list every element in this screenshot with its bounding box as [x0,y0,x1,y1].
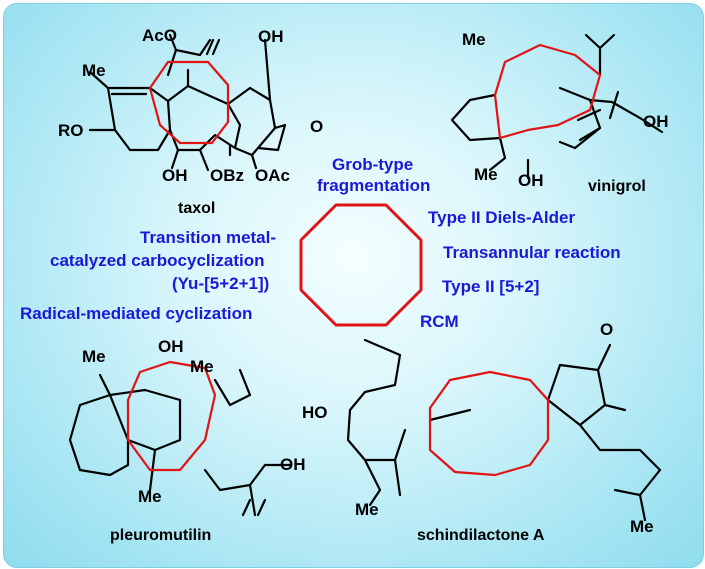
atom-aco: AcO [142,26,177,45]
atom-oh: OH [643,112,669,131]
atom-me: Me [82,347,106,366]
caption-vinigrol: vinigrol [588,178,646,195]
taxol-ring [148,60,230,145]
atom-oh: OH [162,166,188,185]
atom-oh: OH [280,455,306,474]
atom-ro: RO [58,121,84,140]
central-octagon [299,203,423,327]
label-grob-1: Grob-type [332,155,414,174]
pleuromutilin-structure [68,368,292,517]
label-radical: Radical-mediated cyclization [20,304,253,323]
atom-me: Me [355,500,379,519]
pleuromutilin-ring [126,360,217,472]
label-tm-2: catalyzed carbocyclization [50,251,265,270]
vinigrol-structure [450,33,664,180]
label-diels-alder: Type II Diels-Alder [428,208,576,227]
label-type-ii-5-2: Type II [5+2] [442,277,540,296]
atom-me: Me [462,30,486,49]
caption-pleuromutilin: pleuromutilin [110,527,212,544]
figure-panel [3,3,704,568]
schindilactone-structure [346,338,662,522]
atom-o: O [600,320,613,339]
atom-oac: OAc [255,166,290,185]
label-tm-1: Transition metal- [140,228,277,247]
atom-oh: OH [518,171,544,190]
label-rcm: RCM [420,312,459,331]
vinigrol-ring [493,43,602,140]
atom-obz: OBz [210,166,244,185]
atom-oh: OH [158,337,184,356]
atom-o: O [310,117,323,136]
schindilactone-ring [428,370,550,477]
label-tm-3: (Yu-[5+2+1]) [172,274,270,293]
atom-me: Me [474,165,498,184]
caption-schindilactone: schindilactone A [417,527,545,544]
label-transannular: Transannular reaction [443,243,621,262]
taxol-structure [88,33,287,172]
atom-me: Me [138,487,162,506]
atom-ho: HO [302,403,328,422]
atom-me: Me [82,61,106,80]
atom-oh: OH [258,27,284,46]
atom-me: Me [630,517,654,536]
label-grob-2: fragmentation [317,176,431,195]
caption-taxol: taxol [178,200,216,217]
atom-me: Me [190,357,214,376]
